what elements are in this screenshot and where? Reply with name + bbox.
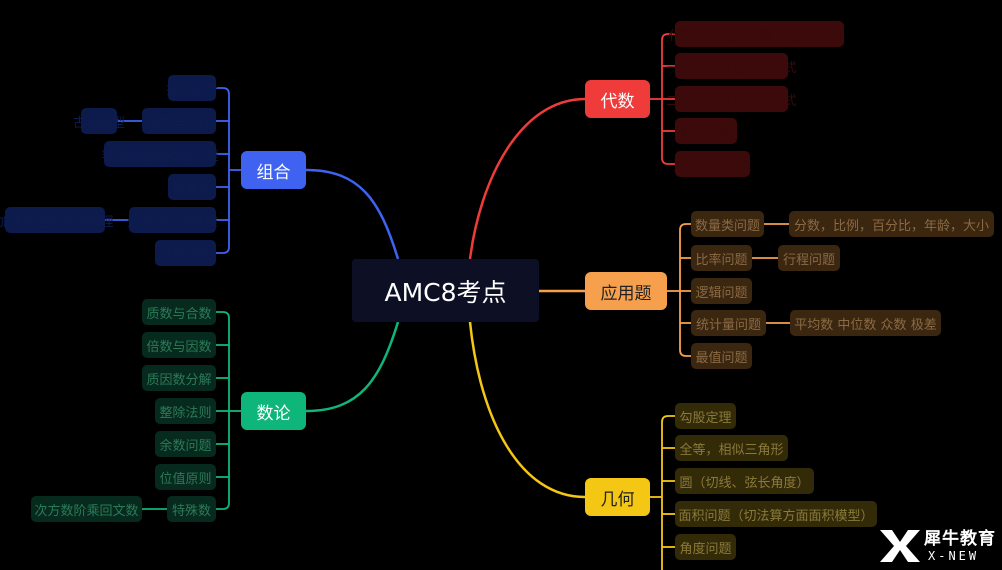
branch-geometry[interactable]: 几何 xyxy=(585,478,650,516)
rhino-logo-icon xyxy=(880,530,920,562)
application-leaf[interactable]: 数量类问题 xyxy=(691,211,764,237)
application-sub-leaf[interactable]: 行程问题 xyxy=(778,245,840,271)
geometry-leaf[interactable]: 角度问题 xyxy=(675,534,736,560)
logo-sub: X-NEW xyxy=(928,549,980,563)
branch-application[interactable]: 应用题 xyxy=(585,272,667,310)
application-leaf[interactable]: 比率问题 xyxy=(691,245,752,271)
branch-algebra[interactable]: 代数 xyxy=(585,80,650,118)
root-node[interactable]: AMC8考点 xyxy=(352,259,539,322)
number-theory-leaf[interactable]: 质数与合数 xyxy=(142,299,216,325)
number-theory-leaf[interactable]: 位值原则 xyxy=(155,464,216,490)
combinatorics-leaf[interactable]: 分类讨论与递推 xyxy=(127,207,218,233)
number-theory-leaf[interactable]: 特殊数 xyxy=(167,496,216,522)
geometry-leaf[interactable]: 全等，相似三角形 xyxy=(675,435,788,461)
application-leaf[interactable]: 最值问题 xyxy=(691,343,752,369)
combinatorics-leaf[interactable]: 排列组合 xyxy=(166,75,218,101)
geometry-leaf[interactable]: 勾股定理 xyxy=(675,403,736,429)
combinatorics-leaf[interactable]: 枚举法 xyxy=(168,174,216,200)
algebra-leaf[interactable]: 二元一次方程与不等式 xyxy=(667,86,797,112)
algebra-leaf[interactable]: 整体代换求值 xyxy=(674,151,752,177)
application-leaf[interactable]: 统计量问题 xyxy=(691,310,766,336)
application-leaf[interactable]: 逻辑问题 xyxy=(691,278,752,304)
number-theory-leaf[interactable]: 余数问题 xyxy=(155,431,216,457)
number-theory-sub-leaf[interactable]: 次方数阶乘回文数 xyxy=(31,496,142,522)
number-theory-leaf[interactable]: 整除法则 xyxy=(155,398,216,424)
combinatorics-sub-leaf[interactable]: 古典概型 xyxy=(73,108,125,134)
branch-combinatorics[interactable]: 组合 xyxy=(241,151,306,189)
number-theory-leaf[interactable]: 倍数与因数 xyxy=(142,332,216,358)
combinatorics-leaf[interactable]: 概率与统计 xyxy=(142,108,216,134)
combinatorics-leaf[interactable]: 几何计数 xyxy=(155,240,216,266)
combinatorics-leaf[interactable]: 容斥原理与抽屉原理 xyxy=(102,141,219,167)
combinatorics-sub-leaf[interactable]: 加法原理与乘法原理 xyxy=(0,207,114,233)
geometry-leaf[interactable]: 面积问题（切法算方面面积模型） xyxy=(675,501,877,527)
algebra-leaf[interactable]: 代数式求值（代数式变形求值） xyxy=(669,21,851,47)
application-sub-leaf[interactable]: 平均数 中位数 众数 极差 xyxy=(790,310,941,336)
algebra-leaf[interactable]: 一元一次方程与不等式 xyxy=(667,53,797,79)
application-sub-leaf[interactable]: 分数，比例，百分比，年龄，大小 xyxy=(789,211,994,237)
geometry-leaf[interactable]: 圆（切线、弦长角度） xyxy=(675,468,814,494)
logo-name: 犀牛教育 xyxy=(924,529,996,549)
brand-logo: 犀牛教育 X-NEW xyxy=(878,522,1002,570)
number-theory-leaf[interactable]: 质因数分解 xyxy=(142,365,216,391)
branch-number-theory[interactable]: 数论 xyxy=(241,392,306,430)
algebra-leaf[interactable]: 数字规律 xyxy=(675,118,737,144)
